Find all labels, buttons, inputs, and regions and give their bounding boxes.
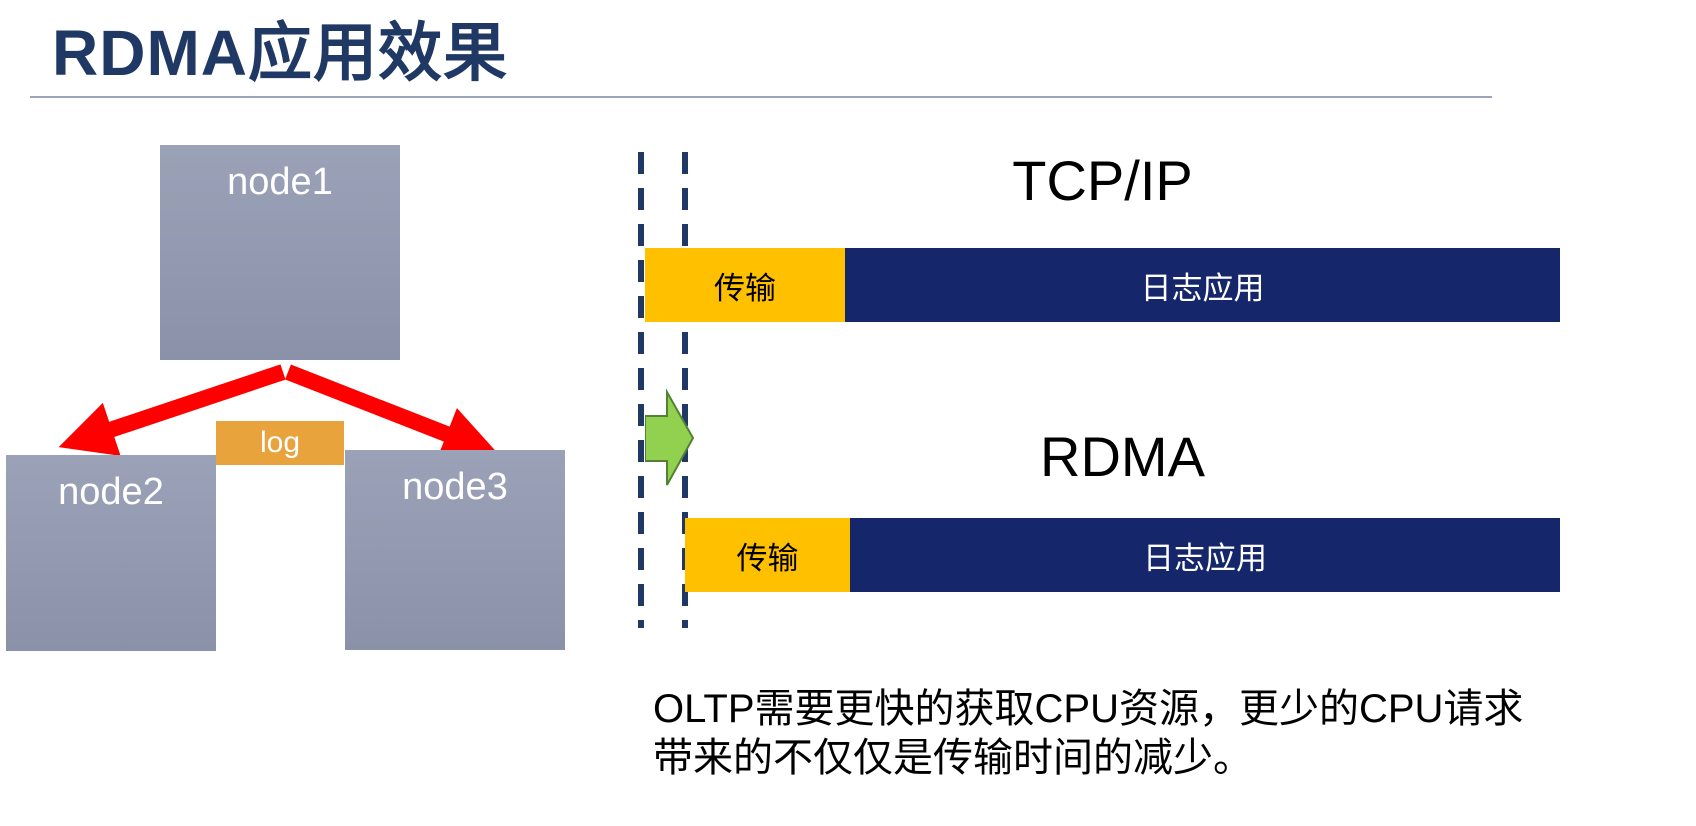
green-arrow-icon	[645, 388, 695, 486]
red-replication-arrows-icon	[58, 364, 499, 461]
node3-box: node3	[345, 450, 565, 650]
caption-text: OLTP需要更快的获取CPU资源，更少的CPU请求带来的不仅仅是传输时间的减少。	[653, 687, 1524, 780]
tcp-transfer-label: 传输	[714, 270, 776, 306]
page-title: RDMA应用效果	[52, 17, 508, 89]
node2-label: node2	[58, 471, 164, 513]
rdma-app-segment: 日志应用	[850, 518, 1560, 592]
log-label: log	[259, 426, 301, 459]
node2-box: node2	[6, 455, 216, 651]
rdma-timeline-bar: 传输 日志应用	[685, 518, 1560, 592]
title-divider	[30, 96, 1492, 98]
tcp-timeline-bar: 传输 日志应用	[645, 248, 1560, 322]
tcp-transfer-segment: 传输	[645, 248, 845, 322]
tcp-ip-title: TCP/IP	[1012, 149, 1193, 212]
rdma-app-label: 日志应用	[1143, 540, 1267, 576]
rdma-transfer-label: 传输	[736, 540, 799, 576]
node3-label: node3	[402, 466, 508, 508]
rdma-transfer-segment: 传输	[685, 518, 850, 592]
node1-box: node1	[160, 145, 400, 360]
node1-label: node1	[227, 161, 333, 203]
rdma-title: RDMA	[1040, 425, 1205, 488]
log-box: log	[216, 421, 344, 465]
tcp-app-label: 日志应用	[1140, 270, 1265, 306]
tcp-app-segment: 日志应用	[845, 248, 1560, 322]
